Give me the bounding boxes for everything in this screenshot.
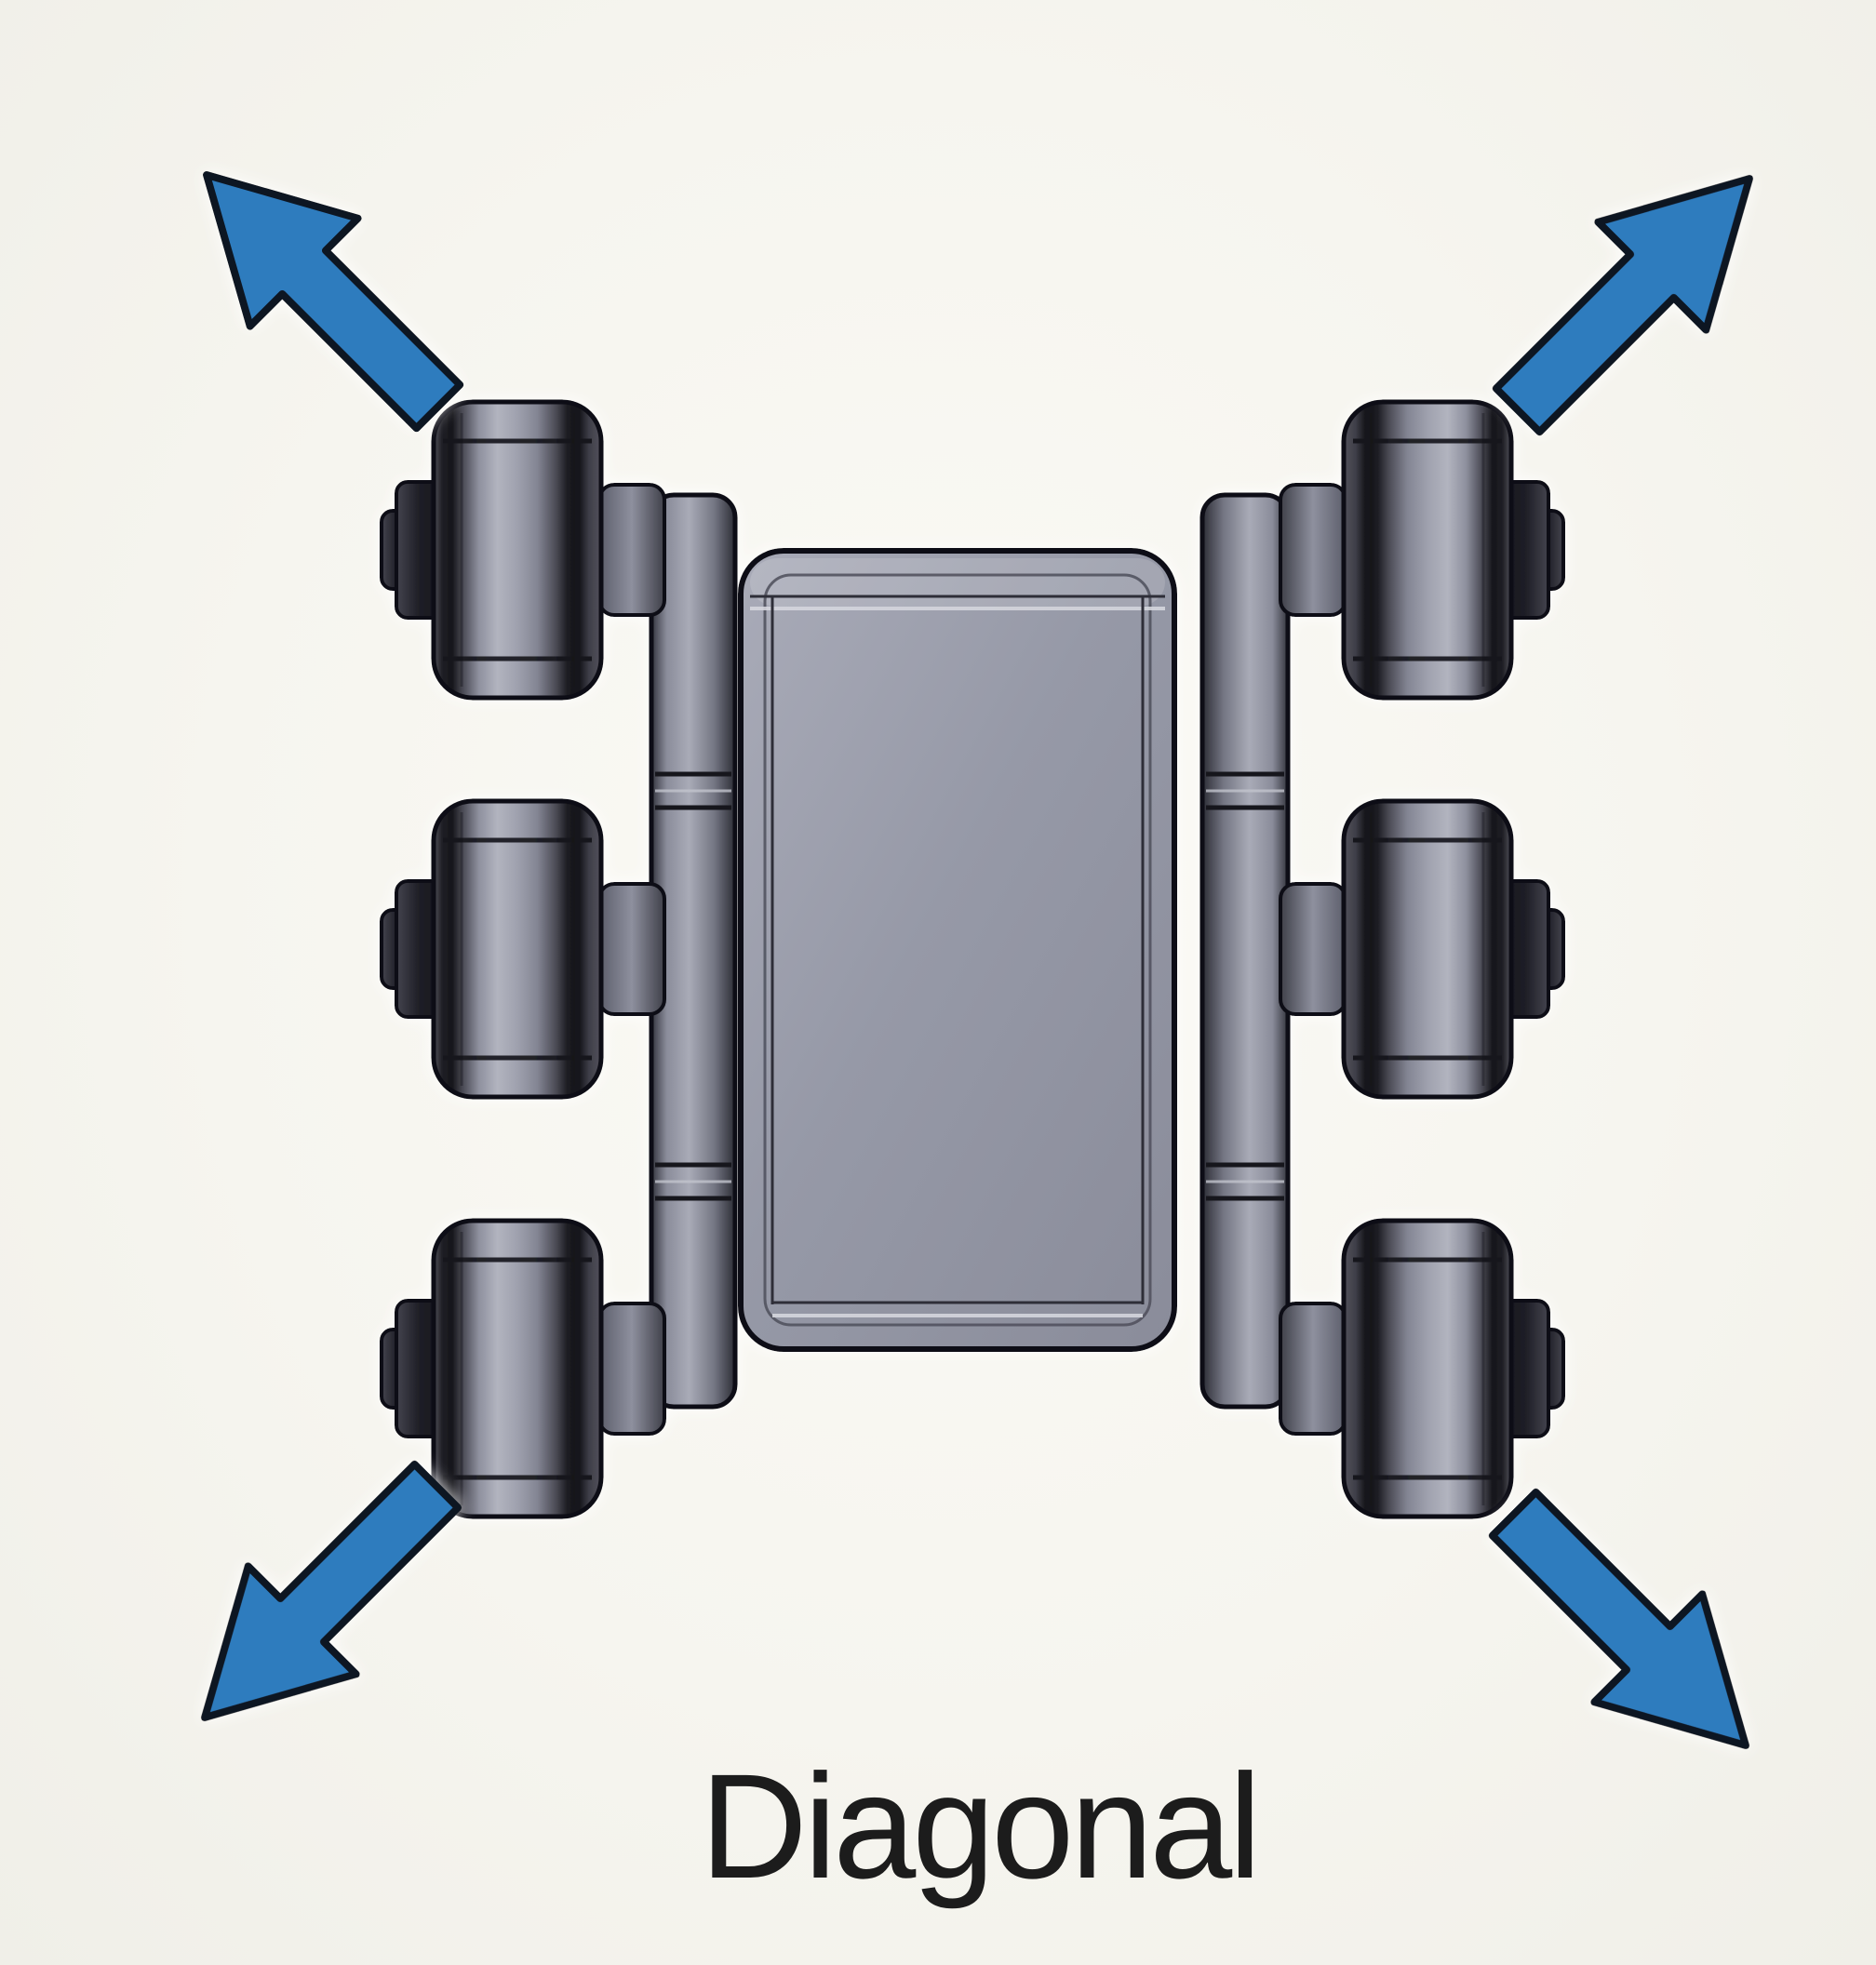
chassis-rail-right [1199, 492, 1291, 1410]
mode-label: Diagonal [700, 1743, 1262, 1909]
arrow-up-right-icon [1464, 125, 1803, 464]
robot-body [738, 548, 1177, 1352]
arrow-down-right-icon [1460, 1460, 1800, 1799]
wheel-front-left [382, 402, 664, 698]
arrow-up-left-icon [153, 121, 492, 461]
wheel-rear-right [1280, 1221, 1563, 1517]
robot-chassis [382, 402, 1563, 1517]
wheel-middle-left [382, 801, 664, 1097]
wheel-front-right [1280, 402, 1563, 698]
wheel-middle-right [1280, 801, 1563, 1097]
